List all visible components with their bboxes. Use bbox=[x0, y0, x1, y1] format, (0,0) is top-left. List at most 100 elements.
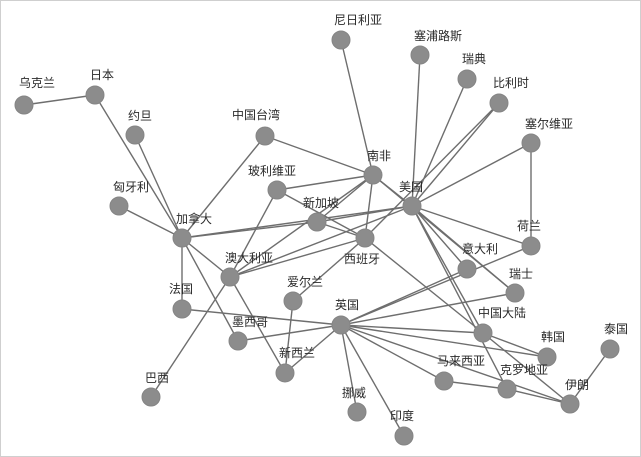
edge-ireland-new_zealand bbox=[284, 300, 294, 374]
node-brazil[interactable] bbox=[141, 387, 161, 407]
node-label-malaysia: 马来西亚 bbox=[437, 354, 485, 368]
node-label-australia: 澳大利亚 bbox=[225, 251, 273, 265]
node-belgium[interactable] bbox=[489, 93, 509, 113]
node-mainland_china[interactable] bbox=[473, 323, 493, 343]
node-mexico[interactable] bbox=[228, 331, 248, 351]
node-singapore[interactable] bbox=[307, 212, 327, 232]
edge-usa-australia bbox=[229, 205, 413, 278]
edge-uk-mainland_china bbox=[340, 324, 484, 334]
node-label-new_zealand: 新西兰 bbox=[279, 345, 315, 360]
node-usa[interactable] bbox=[402, 196, 422, 216]
node-label-south_africa: 南非 bbox=[367, 148, 391, 163]
edge-malaysia-croatia bbox=[443, 380, 508, 390]
edge-uk-netherlands bbox=[340, 245, 532, 326]
edge-spain-mainland_china bbox=[364, 237, 484, 334]
edge-hungary-canada bbox=[118, 205, 183, 239]
edge-canada-australia bbox=[181, 237, 231, 278]
node-korea[interactable] bbox=[537, 347, 557, 367]
node-label-norway: 挪威 bbox=[342, 386, 366, 400]
node-india[interactable] bbox=[394, 426, 414, 446]
node-label-france: 法国 bbox=[169, 282, 193, 296]
edge-thailand-iran bbox=[569, 348, 611, 405]
node-switzerland[interactable] bbox=[505, 283, 525, 303]
node-ireland[interactable] bbox=[283, 291, 303, 311]
node-spain[interactable] bbox=[355, 228, 375, 248]
node-jordan[interactable] bbox=[125, 125, 145, 145]
node-japan[interactable] bbox=[85, 85, 105, 105]
edge-australia-brazil bbox=[150, 276, 231, 398]
edge-japan-canada bbox=[94, 94, 183, 239]
node-australia[interactable] bbox=[220, 267, 240, 287]
node-south_africa[interactable] bbox=[363, 165, 383, 185]
edge-taiwan-canada bbox=[181, 135, 266, 239]
edge-mainland_china-korea bbox=[482, 332, 548, 358]
node-niger[interactable] bbox=[331, 30, 351, 50]
node-label-belgium: 比利时 bbox=[493, 76, 529, 90]
node-uk[interactable] bbox=[331, 315, 351, 335]
edge-usa-netherlands bbox=[411, 205, 532, 247]
node-italy[interactable] bbox=[457, 259, 477, 279]
nodes-layer bbox=[14, 30, 620, 446]
node-hungary[interactable] bbox=[109, 196, 129, 216]
node-label-niger: 尼日利亚 bbox=[334, 13, 382, 27]
node-label-ireland: 爱尔兰 bbox=[287, 274, 323, 289]
node-label-usa: 美国 bbox=[399, 180, 423, 194]
edge-niger-south_africa bbox=[340, 39, 374, 176]
edge-singapore-canada bbox=[181, 221, 318, 239]
edge-uk-korea bbox=[340, 324, 548, 358]
node-cyprus[interactable] bbox=[410, 45, 430, 65]
node-norway[interactable] bbox=[347, 402, 367, 422]
edge-serbia-usa bbox=[411, 142, 532, 207]
node-france[interactable] bbox=[172, 299, 192, 319]
edge-south_africa-singapore bbox=[316, 174, 374, 223]
node-label-hungary: 匈牙利 bbox=[113, 180, 149, 194]
node-label-spain: 西班牙 bbox=[344, 252, 380, 266]
node-croatia[interactable] bbox=[497, 379, 517, 399]
node-label-singapore: 新加坡 bbox=[303, 195, 339, 210]
edge-bolivia-australia bbox=[229, 189, 278, 278]
node-label-india: 印度 bbox=[390, 408, 414, 423]
node-bolivia[interactable] bbox=[267, 180, 287, 200]
edge-jordan-canada bbox=[134, 134, 183, 239]
node-label-korea: 韩国 bbox=[541, 329, 565, 344]
node-malaysia[interactable] bbox=[434, 371, 454, 391]
node-label-cyprus: 塞浦路斯 bbox=[414, 28, 462, 43]
edge-cyprus-usa bbox=[411, 54, 421, 207]
edge-south_africa-australia bbox=[229, 174, 374, 278]
edge-spain-australia bbox=[229, 237, 366, 278]
edge-mainland_china-iran bbox=[482, 332, 571, 405]
node-label-thailand: 泰国 bbox=[604, 322, 628, 336]
edge-croatia-iran bbox=[506, 388, 571, 405]
node-label-croatia: 克罗地亚 bbox=[500, 363, 548, 377]
node-iran[interactable] bbox=[560, 394, 580, 414]
node-serbia[interactable] bbox=[521, 133, 541, 153]
node-label-netherlands: 荷兰 bbox=[517, 219, 541, 233]
edge-usa-mainland_china bbox=[411, 205, 484, 334]
node-label-jordan: 约旦 bbox=[128, 108, 152, 123]
node-label-uk: 英国 bbox=[335, 298, 359, 312]
edge-usa-croatia bbox=[411, 205, 508, 390]
edge-canada-mexico bbox=[181, 237, 239, 342]
node-taiwan[interactable] bbox=[255, 126, 275, 146]
node-label-bolivia: 玻利维亚 bbox=[248, 164, 296, 178]
node-canada[interactable] bbox=[172, 228, 192, 248]
node-new_zealand[interactable] bbox=[275, 363, 295, 383]
node-label-sweden: 瑞典 bbox=[462, 52, 486, 66]
node-thailand[interactable] bbox=[600, 339, 620, 359]
node-ukraine[interactable] bbox=[14, 95, 34, 115]
edge-uk-new_zealand bbox=[284, 324, 342, 374]
node-label-mainland_china: 中国大陆 bbox=[478, 305, 526, 320]
edge-uk-italy bbox=[340, 268, 468, 326]
edge-usa-switzerland bbox=[411, 205, 516, 294]
node-sweden[interactable] bbox=[457, 69, 477, 89]
node-label-iran: 伊朗 bbox=[565, 378, 589, 392]
edge-bolivia-south_africa bbox=[276, 174, 374, 191]
node-label-japan: 日本 bbox=[90, 68, 114, 82]
edge-france-uk bbox=[181, 308, 342, 326]
node-netherlands[interactable] bbox=[521, 236, 541, 256]
edge-usa-canada bbox=[181, 205, 413, 239]
node-label-mexico: 墨西哥 bbox=[232, 315, 268, 329]
node-label-taiwan: 中国台湾 bbox=[232, 107, 280, 122]
node-label-canada: 加拿大 bbox=[176, 211, 212, 226]
